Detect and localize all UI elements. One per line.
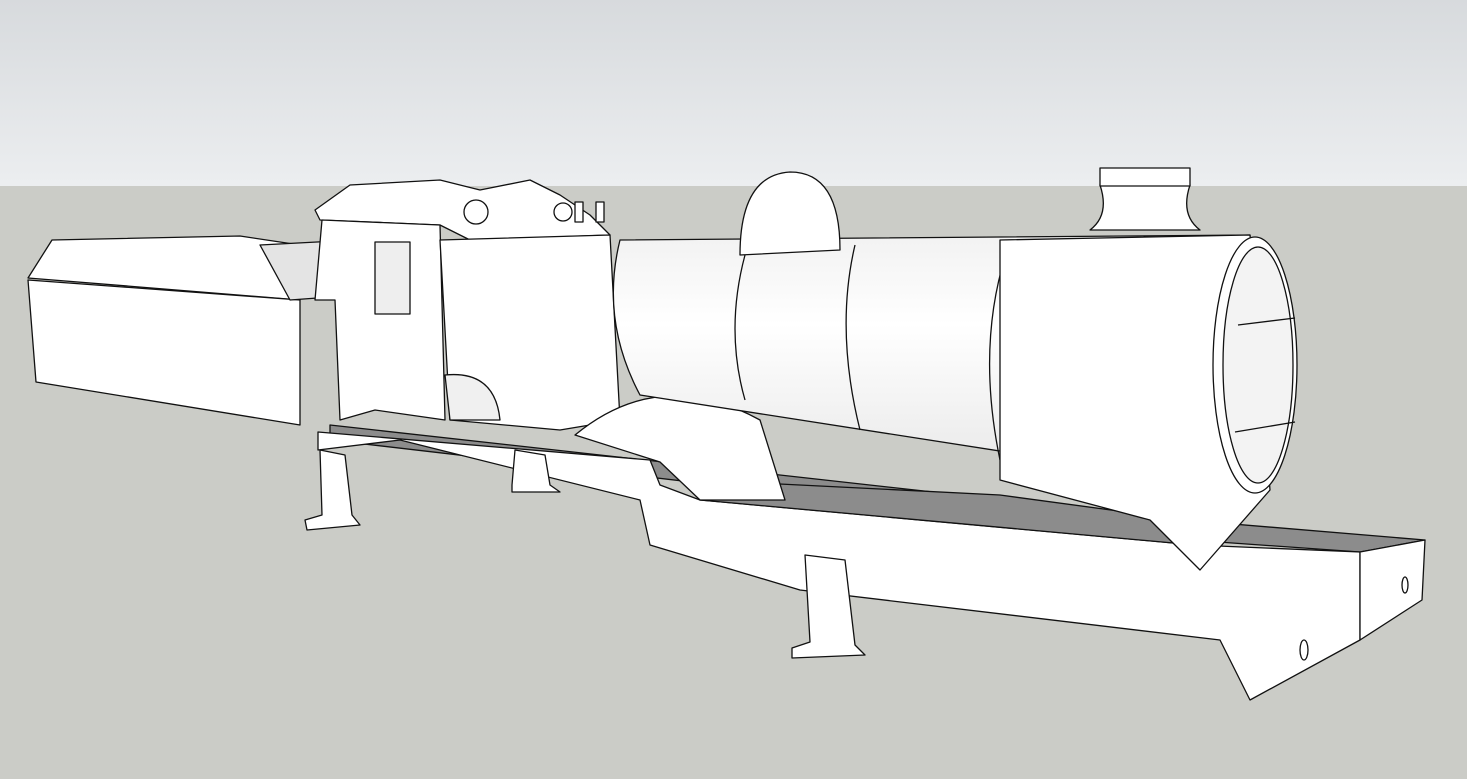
boiler bbox=[612, 167, 1271, 571]
smokebox-door bbox=[1212, 236, 1298, 494]
sky bbox=[0, 0, 1467, 186]
legs bbox=[304, 449, 866, 659]
cab bbox=[314, 179, 611, 421]
firebox bbox=[439, 234, 786, 501]
